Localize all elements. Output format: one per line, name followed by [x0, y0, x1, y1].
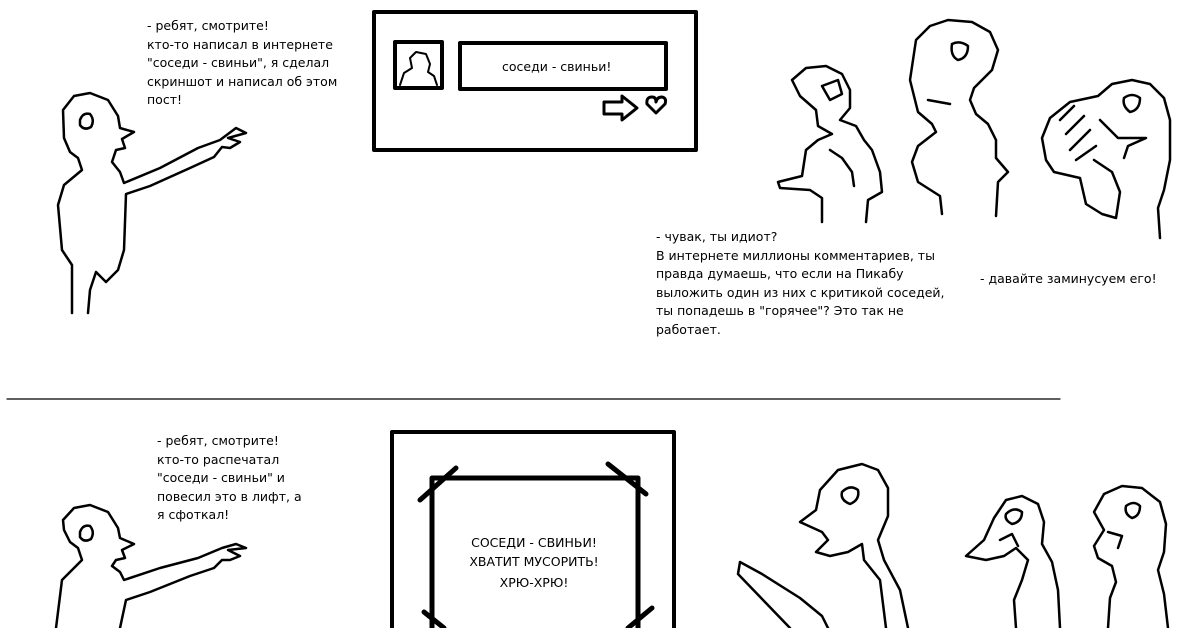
- speech-line: выложить один из них с критикой соседей,: [656, 284, 945, 300]
- speech-intro-top: - ребят, смотрите! кто-то написал в инте…: [147, 17, 337, 110]
- speech-line: работает.: [656, 321, 721, 337]
- speech-line: пост!: [147, 92, 182, 107]
- tape-bottom-left: [421, 609, 447, 628]
- crowd-figure-2-top: [908, 18, 1010, 218]
- speech-line: я сфоткал!: [157, 507, 230, 522]
- speech-line: В интернете миллионы комментариев, ты: [656, 247, 935, 263]
- post-comment-text: соседи - свиньи!: [502, 59, 612, 74]
- screenshot-frame: [372, 10, 698, 152]
- crowd-figure-2-bottom: [964, 494, 1062, 628]
- speech-line: кто-то распечатал: [157, 451, 280, 467]
- speech-line: - чувак, ты идиот?: [656, 229, 778, 244]
- speech-line: повесил это в лифт, а: [157, 488, 302, 504]
- speech-line: - ребят, смотрите!: [157, 433, 279, 448]
- tape-bottom-right: [625, 605, 655, 628]
- arrow-right-icon: [602, 94, 639, 122]
- heart-icon: [645, 95, 668, 115]
- speech-line: "соседи - свиньи" и: [157, 470, 285, 485]
- speech-line: скриншот и написал об этом: [147, 73, 338, 89]
- comment-box: [458, 41, 668, 91]
- poster-text: СОСЕДИ - СВИНЬИ! ХВАТИТ МУСОРИТЬ! ХРЮ-ХР…: [456, 534, 612, 593]
- poster-line: ХРЮ-ХРЮ!: [499, 575, 569, 590]
- tape-top-right: [605, 461, 649, 497]
- crowd-figure-3-bottom: [1092, 484, 1170, 628]
- speech-line: кто-то написал в интернете: [147, 36, 333, 52]
- presenter-figure-bottom: [54, 503, 248, 628]
- avatar: [393, 40, 444, 90]
- reply-speech: - чувак, ты идиот? В интернете миллионы …: [656, 228, 945, 339]
- poster-line: СОСЕДИ - СВИНЬИ!: [471, 535, 597, 550]
- minus-speech: - давайте заминусуем его!: [980, 271, 1157, 286]
- speech-line: ты попадешь в "горячее"? Это так не: [656, 303, 904, 318]
- tape-top-left: [417, 465, 459, 503]
- crowd-figure-1-bottom: [736, 462, 910, 628]
- speech-line: "соседи - свиньи", я сделал: [147, 55, 330, 70]
- crowd-figure-3-top: [1040, 78, 1172, 240]
- speech-line: - ребят, смотрите!: [147, 18, 269, 33]
- poster-line: ХВАТИТ МУСОРИТЬ!: [469, 553, 599, 569]
- crowd-figure-1-top: [776, 64, 884, 224]
- speech-intro-bottom: - ребят, смотрите! кто-то распечатал "со…: [157, 432, 302, 525]
- presenter-figure-top: [56, 91, 248, 315]
- poster-frame: [390, 430, 676, 628]
- speech-line: правда думаешь, что если на Пикабу: [656, 266, 904, 281]
